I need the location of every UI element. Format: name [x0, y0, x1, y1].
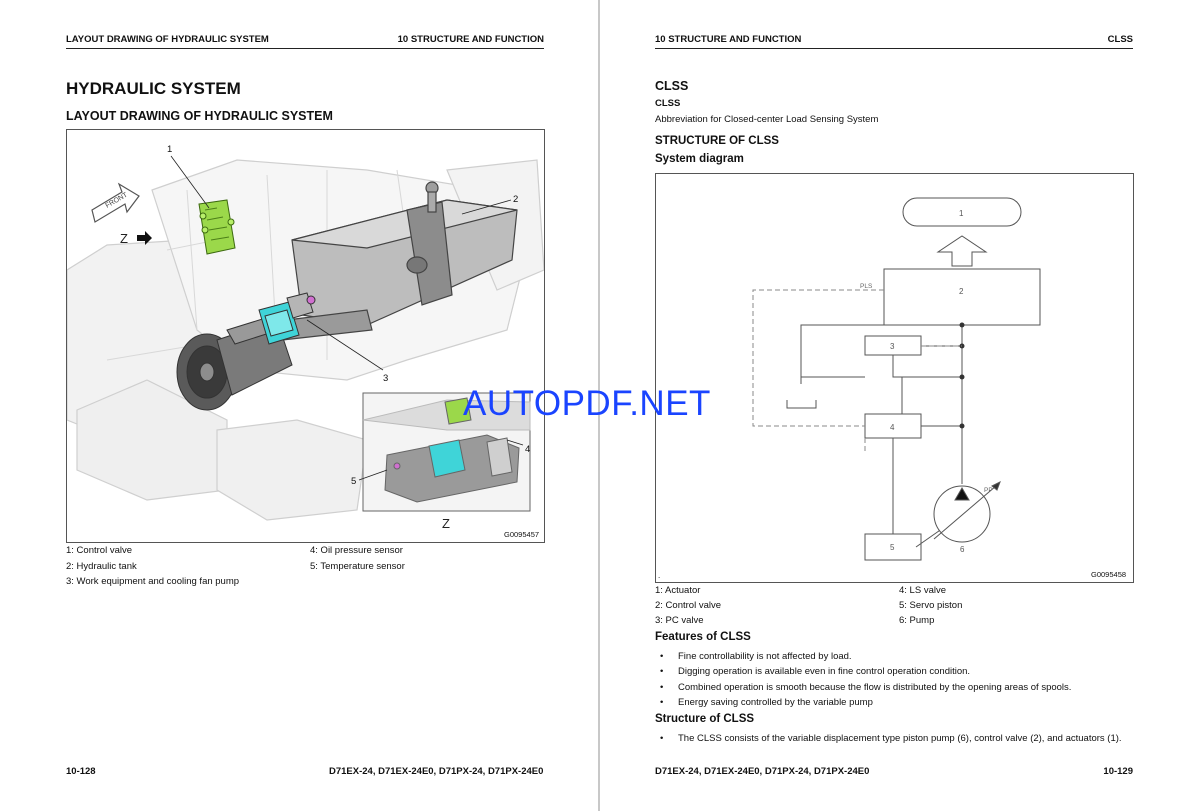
right-model-list: D71EX-24, D71EX-24E0, D71PX-24, D71PX-24… [655, 766, 870, 777]
right-page: 10 STRUCTURE AND FUNCTION CLSS CLSS CLSS… [600, 0, 1200, 811]
front-arrow-icon [91, 182, 140, 223]
flow-up-arrow-icon [936, 235, 988, 267]
right-header-section: CLSS [1107, 34, 1133, 45]
layout-drawing-figure: FRONT Z Z 1 2 [66, 129, 545, 543]
right-header-chapter: 10 STRUCTURE AND FUNCTION [655, 34, 802, 45]
callout-1: 1 [167, 144, 172, 155]
control-valve [198, 199, 236, 255]
structure-text-1: The CLSS consists of the variable displa… [678, 733, 1122, 744]
structure-heading: STRUCTURE OF CLSS [655, 135, 779, 147]
features-heading: Features of CLSS [655, 631, 751, 643]
diagram-label-3: 3 [890, 342, 895, 351]
feature-item: • Combined operation is smooth because th… [660, 682, 1071, 693]
feature-item: • Fine controllability is not affected by… [660, 651, 852, 662]
left-page: LAYOUT DRAWING OF HYDRAULIC SYSTEM 10 ST… [0, 0, 598, 811]
right-page-subtitle: CLSS [655, 98, 681, 109]
callout-5: 5 [351, 476, 356, 487]
bullet-icon: • [660, 697, 664, 708]
callout-4: 4 [525, 444, 530, 455]
legend-item-4: 4: Oil pressure sensor [310, 545, 403, 556]
right-page-number: 10-129 [1103, 766, 1133, 777]
feature-item: • Energy saving controlled by the variabl… [660, 697, 873, 708]
legend-item-2: 2: Hydraulic tank [66, 561, 137, 572]
feature-text-3: Combined operation is smooth because the… [678, 682, 1072, 693]
diagram-label-1: 1 [959, 209, 964, 218]
bullet-icon: • [660, 733, 664, 744]
feature-item: • Digging operation is available even in … [660, 666, 970, 677]
diagram-label-2: 2 [959, 287, 964, 296]
feature-text-1: Fine controllability is not affected by … [678, 651, 852, 662]
layout-drawing-svg: FRONT Z Z 1 2 [67, 144, 544, 539]
feature-text-2: Digging operation is available even in f… [678, 666, 971, 677]
legend-item-pc-valve: 3: PC valve [655, 615, 704, 626]
legend-item-3: 3: Work equipment and cooling fan pump [66, 576, 240, 587]
clss-abbreviation: Abbreviation for Closed-center Load Sens… [655, 114, 879, 125]
system-diagram-svg: 1 2 3 4 5 6 PLS PP . G0095458 [658, 197, 1126, 580]
legend-item-5: 5: Temperature sensor [310, 561, 405, 572]
structure-subheading: Structure of CLSS [655, 713, 755, 725]
structure-item: • The CLSS consists of the variable displ… [660, 733, 1122, 744]
z-label-main: Z [120, 231, 128, 246]
legend-item-pump: 6: Pump [899, 615, 935, 626]
callout-3: 3 [383, 373, 388, 384]
pump-symbol [933, 480, 1001, 543]
bullet-icon: • [660, 651, 664, 662]
feature-text-4: Energy saving controlled by the variable… [678, 697, 873, 708]
diagram-label-4: 4 [890, 423, 895, 432]
system-diagram-figure: 1 2 3 4 5 6 PLS PP . G0095458 [655, 173, 1134, 583]
figure-id-left: G0095457 [504, 530, 539, 539]
legend-item-servo-piston: 5: Servo piston [899, 600, 963, 611]
z-view-arrow-icon [137, 231, 152, 245]
legend-item-ls-valve: 4: LS valve [899, 585, 946, 596]
left-model-list: D71EX-24, D71EX-24E0, D71PX-24, D71PX-24… [329, 766, 544, 777]
inset-view-z [362, 392, 531, 512]
diagram-label-6: 6 [960, 545, 965, 554]
pp-label: PP [984, 487, 993, 494]
left-header-rule [66, 48, 544, 49]
left-header-chapter: 10 STRUCTURE AND FUNCTION [397, 34, 544, 45]
bullet-icon: • [660, 682, 664, 693]
control-valve-box [883, 268, 1041, 326]
legend-item-actuator: 1: Actuator [655, 585, 701, 596]
figure-id-right: G0095458 [1091, 570, 1126, 579]
left-header-section: LAYOUT DRAWING OF HYDRAULIC SYSTEM [66, 34, 269, 45]
bullet-icon: • [660, 666, 664, 677]
pump-assembly [176, 292, 316, 411]
hydraulic-tank [281, 181, 518, 341]
left-page-subtitle: LAYOUT DRAWING OF HYDRAULIC SYSTEM [66, 109, 333, 123]
left-page-title: HYDRAULIC SYSTEM [66, 79, 241, 98]
left-page-number: 10-128 [66, 766, 96, 777]
watermark-text: AUTOPDF.NET [463, 384, 711, 423]
diagram-dot: . [658, 571, 660, 580]
legend-item-1: 1: Control valve [66, 545, 133, 556]
page-gutter [598, 0, 600, 811]
actuator-box [902, 197, 1022, 227]
callout-2: 2 [513, 194, 518, 205]
pls-label: PLS [860, 283, 873, 290]
right-header-rule [655, 48, 1133, 49]
legend-item-control-valve: 2: Control valve [655, 600, 722, 611]
z-label-inset: Z [442, 516, 450, 531]
diagram-label-5: 5 [890, 543, 895, 552]
right-page-title: CLSS [655, 79, 689, 93]
diagram-heading: System diagram [655, 153, 744, 165]
